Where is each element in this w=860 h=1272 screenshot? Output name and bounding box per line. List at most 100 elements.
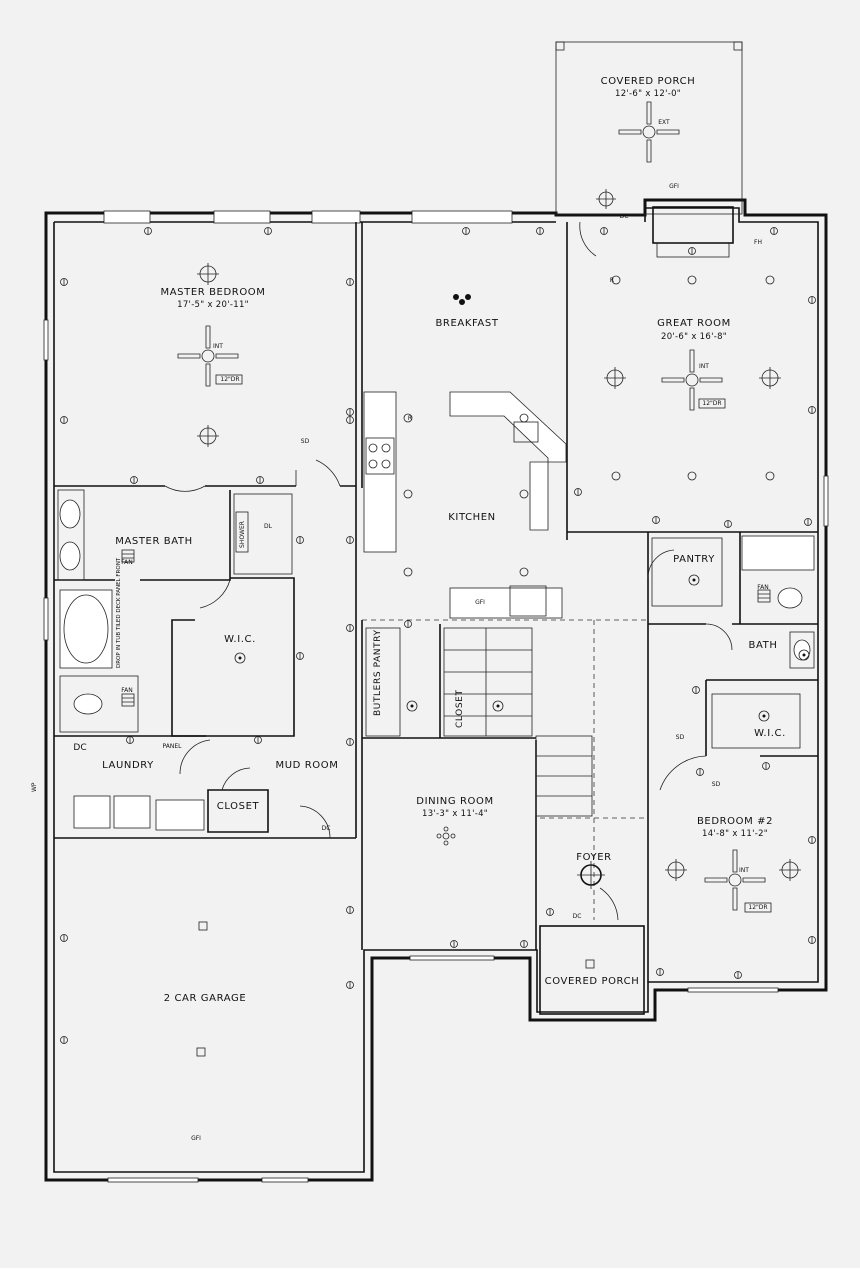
exhaust-fan-icon — [757, 589, 771, 603]
gfi-label-porch: GFI — [669, 183, 679, 190]
room-covered-porch-top-dim: 12'-6" x 12'-0" — [615, 89, 681, 99]
gfi-label: GFI — [475, 599, 485, 606]
recessed-light-icon — [765, 471, 775, 481]
dc-label-mud: DC — [322, 825, 331, 832]
bath-fixtures — [57, 489, 815, 831]
recessed-light-icon — [492, 700, 504, 712]
recessed-light-icon — [687, 275, 697, 285]
outlet-icon — [450, 940, 458, 948]
fan-icon-great-room — [661, 349, 723, 411]
recessed-light-icon — [519, 567, 529, 577]
shower-label: SHOWER — [239, 521, 246, 548]
outlet-icon — [804, 518, 812, 526]
outlet-icon — [346, 624, 354, 632]
room-bedroom2-dim: 14'-8" x 11'-2" — [702, 829, 768, 839]
dc-label-great: DC — [620, 213, 629, 220]
dc-label-foyer: DC — [573, 913, 582, 920]
room-dining-room-name: DINING ROOM — [416, 796, 493, 807]
recessed-light-icon — [611, 471, 621, 481]
outlet-icon — [346, 981, 354, 989]
outlet-icon — [346, 416, 354, 424]
fan-ext-label: EXT — [658, 119, 670, 126]
outlet-icon — [60, 278, 68, 286]
room-great-room-dim: 20'-6" x 16'-8" — [661, 332, 727, 342]
outlet-icon — [462, 227, 470, 235]
outlet-icon — [60, 416, 68, 424]
room-pantry-name: PANTRY — [673, 554, 715, 565]
outlet-icon — [346, 536, 354, 544]
fan-icon-porch — [618, 101, 680, 163]
outlet-icon — [346, 278, 354, 286]
outlet-marks — [60, 227, 816, 1044]
outlet-icon — [256, 476, 264, 484]
room-closet-stair-name: CLOSET — [455, 689, 465, 728]
light-icon — [759, 367, 781, 389]
fan-icon-master — [177, 325, 239, 387]
outlet-icon — [808, 296, 816, 304]
outlet-icon — [770, 227, 778, 235]
outlet-icon — [808, 836, 816, 844]
outlet-icon — [60, 1036, 68, 1044]
garage-light-icon — [198, 921, 208, 931]
outlet-icon — [808, 406, 816, 414]
outlet-icon — [688, 247, 696, 255]
fan-int-label-br2: INT — [739, 867, 749, 874]
dc-label: DC — [73, 743, 86, 753]
wp-label: WP — [31, 782, 38, 792]
outlet-icon — [536, 227, 544, 235]
outlet-icon — [692, 686, 700, 694]
garage-light-icon — [196, 1047, 206, 1057]
room-covered-porch-top-name: COVERED PORCH — [601, 76, 696, 87]
light-icon — [665, 859, 687, 881]
outlet-icon — [808, 936, 816, 944]
fan-icon-bedroom2 — [704, 849, 766, 911]
room-labels: COVERED PORCH 12'-6" x 12'-0" MASTER BED… — [102, 76, 785, 1004]
recessed-light-icon — [403, 567, 413, 577]
outlet-icon — [126, 736, 134, 744]
fan-int-label-gr: INT — [699, 363, 709, 370]
pendant-icon — [453, 294, 471, 305]
room-closet-mud-name: CLOSET — [217, 801, 260, 812]
fan-label-bath: FAN — [757, 584, 769, 591]
outlet-icon — [652, 516, 660, 524]
interior-walls — [54, 222, 818, 982]
recessed-light-icon — [688, 574, 700, 586]
fan-int-label: INT — [213, 343, 223, 350]
recessed-light-icon — [758, 710, 770, 722]
recessed-light-icon — [611, 275, 621, 285]
electrical-notes: EXT INT 12"DR INT 12"DR INT 12"DR FAN FA… — [31, 119, 772, 1142]
outlet-icon — [254, 736, 262, 744]
sd-label-wic: SD — [712, 781, 721, 788]
outlet-icon — [404, 620, 412, 628]
light-icon — [604, 367, 626, 389]
tub-note: DROP IN TUB TILED DECK PANEL FRONT — [116, 557, 122, 668]
light-fixtures — [121, 189, 810, 1057]
room-foyer-name: FOYER — [576, 852, 611, 863]
light-icon — [596, 189, 616, 209]
room-master-bath-name: MASTER BATH — [115, 536, 193, 547]
outlet-icon — [346, 906, 354, 914]
recessed-light-icon — [687, 471, 697, 481]
room-bedroom2-name: BEDROOM #2 — [697, 816, 773, 827]
outlet-icon — [346, 738, 354, 746]
recessed-light-icon — [406, 700, 418, 712]
recessed-light-icon — [234, 652, 246, 664]
outlet-icon — [130, 476, 138, 484]
room-bath-name: BATH — [749, 640, 778, 651]
sd-label-br2: SD — [676, 734, 685, 741]
recessed-light-icon — [519, 413, 529, 423]
light-icon — [197, 425, 219, 447]
outlet-icon — [296, 536, 304, 544]
room-laundry-name: LAUNDRY — [102, 760, 154, 771]
panel-label: PANEL — [163, 743, 183, 750]
outlet-icon — [696, 768, 704, 776]
ceiling-fans — [177, 101, 766, 911]
exhaust-fan-icon — [121, 549, 135, 563]
kitchen-fixtures — [363, 391, 567, 619]
recessed-light-icon — [403, 489, 413, 499]
room-mud-room-name: MUD ROOM — [276, 760, 339, 771]
fan-label-wc: FAN — [121, 687, 133, 694]
recessed-light-icon — [403, 413, 413, 423]
outlet-icon — [574, 488, 582, 496]
